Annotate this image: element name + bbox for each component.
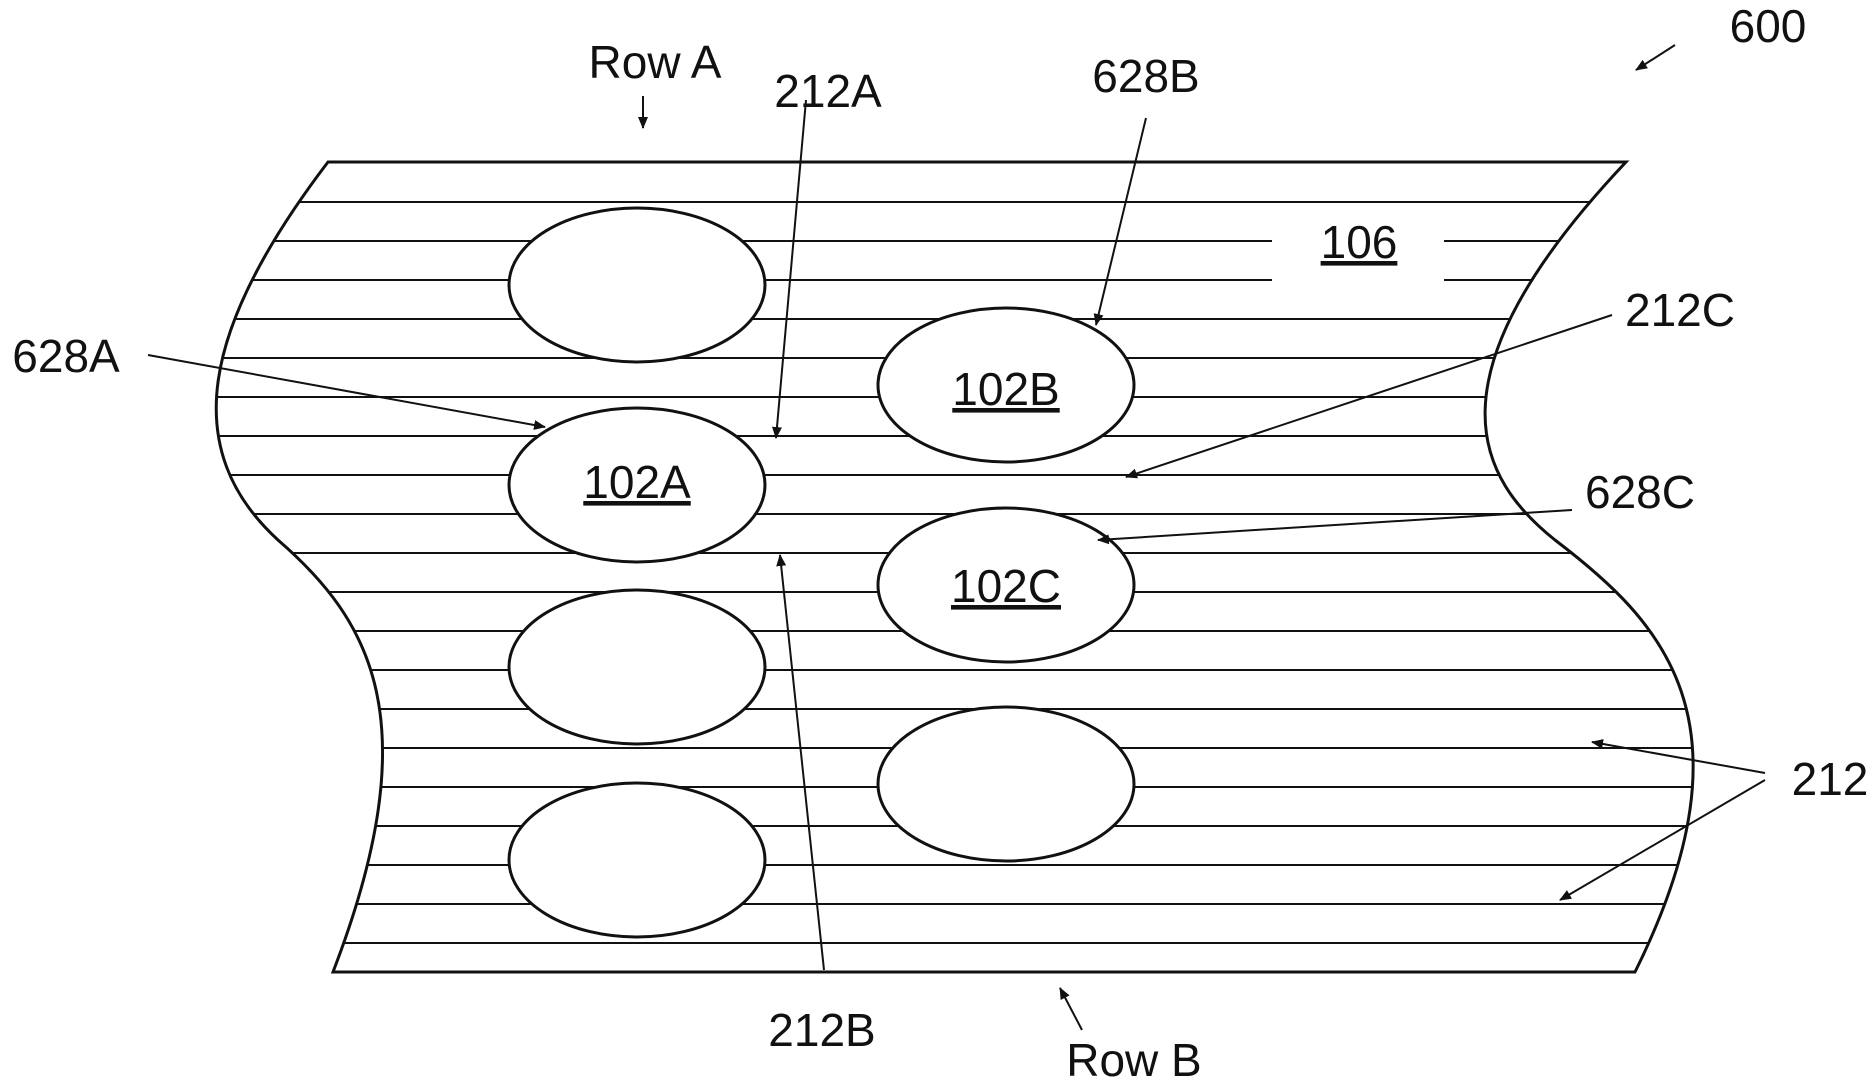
arrow-row-b [1060, 988, 1082, 1030]
arrow-212-lower [1560, 780, 1765, 900]
row-a-label: Row A [589, 36, 722, 88]
callout-628a: 628A [12, 330, 120, 382]
ellipse-row-b-3 [878, 707, 1134, 861]
arrow-600 [1636, 45, 1675, 70]
callout-212: 212 [1792, 753, 1869, 805]
callout-212a: 212A [774, 65, 882, 117]
ellipse-row-a-4 [509, 783, 765, 937]
element-label-102b: 102B [952, 363, 1059, 415]
region-label-106: 106 [1321, 216, 1398, 268]
callout-628c: 628C [1585, 466, 1695, 518]
arrow-212-upper [1592, 742, 1765, 773]
callout-212c: 212C [1625, 284, 1735, 336]
ellipse-row-a-3 [509, 590, 765, 744]
arrow-212a [776, 100, 806, 438]
row-b-label: Row B [1066, 1034, 1201, 1083]
element-label-102c: 102C [951, 560, 1061, 612]
callout-628b: 628B [1092, 50, 1199, 102]
arrow-628a [148, 355, 545, 427]
arrow-212b [780, 555, 824, 970]
element-label-102a: 102A [583, 456, 691, 508]
figure-number: 600 [1730, 0, 1807, 52]
callout-212b: 212B [768, 1004, 875, 1056]
arrow-628b [1096, 118, 1146, 325]
ellipse-row-a-1 [509, 208, 765, 362]
